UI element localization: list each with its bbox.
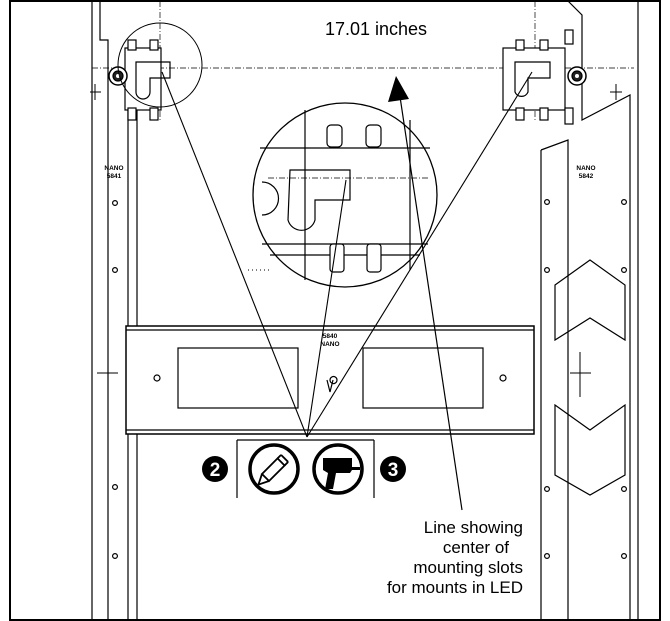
left-rail-label-line2: 5841 <box>107 173 122 180</box>
center-panel-label-line2: NANO <box>320 341 339 348</box>
step-3-number: 3 <box>388 460 399 481</box>
right-mount-bracket <box>502 29 587 125</box>
dimension-label: 17.01 inches <box>325 19 427 39</box>
left-mount-bracket <box>108 39 171 121</box>
center-panel <box>125 325 535 435</box>
diagram-border <box>9 0 661 621</box>
left-center-mark <box>90 84 118 397</box>
step-2-badge <box>202 456 228 482</box>
step-3-badge <box>380 456 406 482</box>
tool-bracket <box>236 439 375 498</box>
right-rail-holes <box>543 199 627 559</box>
center-magnifier <box>252 102 438 288</box>
callout-line-3: mounting slots <box>413 558 523 577</box>
callout-line-2: center of <box>442 538 509 557</box>
left-magnifier-circle <box>117 22 203 108</box>
center-panel-label-line1: 5840 <box>323 333 338 340</box>
left-rail-holes <box>111 200 118 559</box>
callout-text: Line showing center of mounting slots fo… <box>255 518 523 598</box>
pencil-icon <box>248 443 300 495</box>
callout-arrowhead <box>388 76 409 102</box>
tool-pointer-lines <box>161 71 533 438</box>
right-center-mark <box>570 84 622 397</box>
callout-arrow-line <box>398 89 463 511</box>
callout-line-1: Line showing <box>423 518 523 537</box>
right-rail-label-line2: 5842 <box>579 173 594 180</box>
right-rail-label-line1: NANO <box>576 165 595 172</box>
step-2-number: 2 <box>210 460 221 481</box>
right-rail <box>540 0 639 621</box>
left-rail-label-line1: NANO <box>104 165 123 172</box>
callout-line-4: for mounts in LED <box>386 578 523 597</box>
drill-icon <box>312 443 364 495</box>
